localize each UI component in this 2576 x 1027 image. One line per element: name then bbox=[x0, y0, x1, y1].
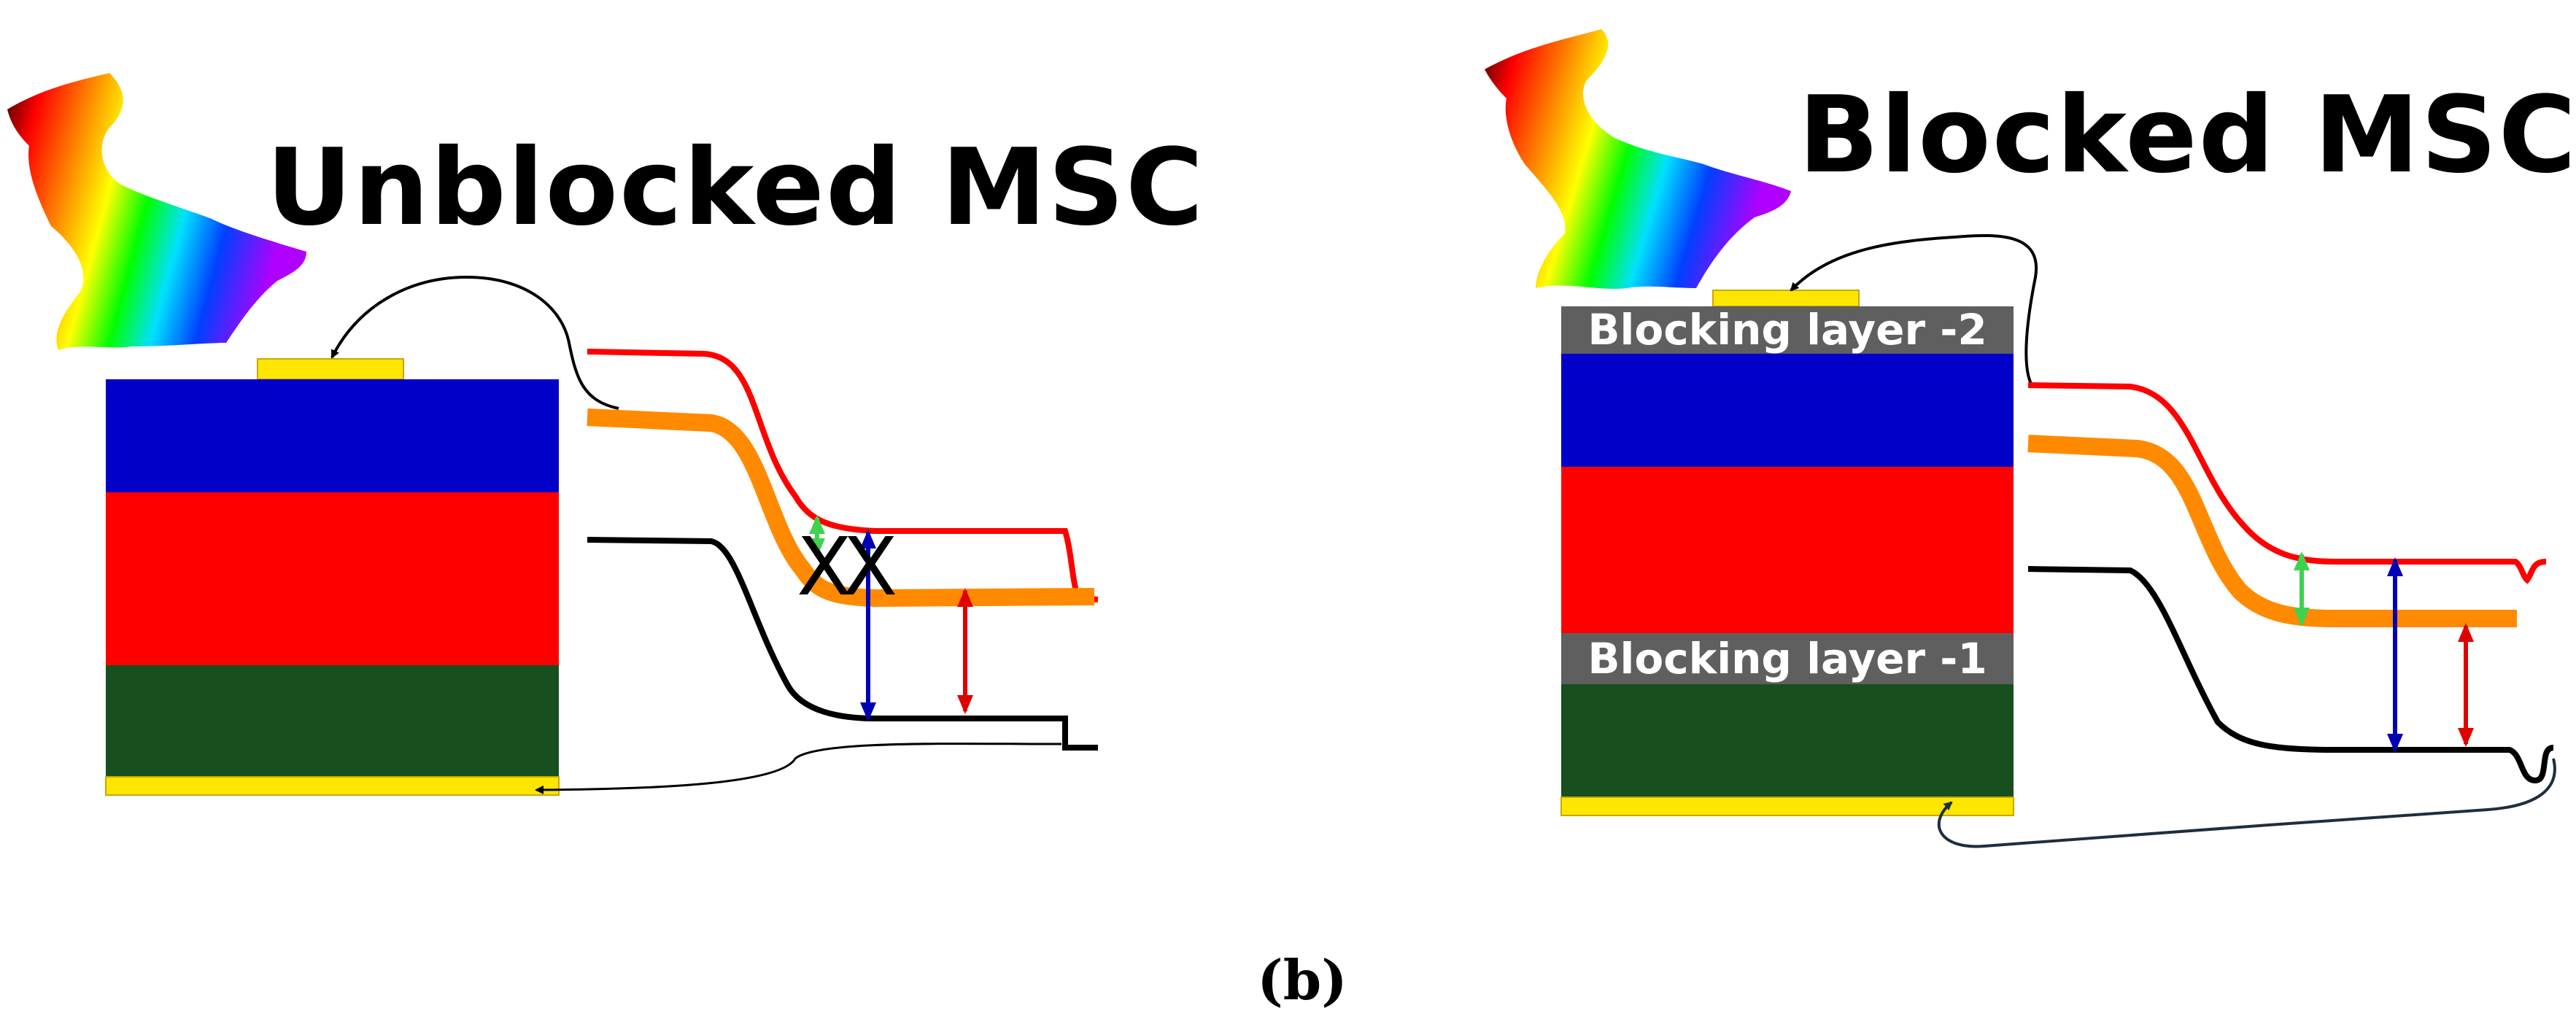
conduction-band bbox=[2027, 382, 2547, 584]
blocked-mark-2: X bbox=[843, 520, 897, 613]
intermediate-band bbox=[587, 408, 1095, 608]
top-layer bbox=[1561, 354, 2014, 467]
panel-title: Blocked MSC bbox=[1798, 74, 2576, 197]
valence-band bbox=[587, 537, 1098, 751]
light-wave-icon bbox=[7, 73, 306, 350]
external-wire-bottom bbox=[535, 743, 1062, 794]
blocking-layer-top bbox=[1561, 306, 2014, 354]
top-layer bbox=[106, 379, 559, 492]
middle-layer bbox=[106, 492, 559, 665]
blocking-layer-bottom-label: Blocking layer -1 bbox=[1587, 634, 1987, 683]
bottom-contact bbox=[1560, 797, 2014, 816]
bottom-layer bbox=[106, 665, 559, 777]
external-wire-bottom bbox=[1937, 758, 2556, 848]
bottom-contact bbox=[105, 776, 560, 796]
panel-title: Unblocked MSC bbox=[266, 126, 1204, 249]
left-panel: Unblocked MSC X X bbox=[7, 73, 1204, 796]
bottom-layer bbox=[1561, 684, 2014, 797]
top-contact bbox=[1712, 290, 1860, 307]
external-wire-top bbox=[1790, 234, 2038, 386]
blocking-layer-bottom bbox=[1561, 633, 2014, 684]
conduction-band bbox=[587, 349, 1099, 602]
intermediate-band bbox=[2027, 435, 2517, 627]
light-wave-icon bbox=[1485, 29, 1791, 290]
right-panel: Blocked MSC Blocking layer -2 Blocking l… bbox=[1485, 29, 2576, 848]
blocked-mark-1: X bbox=[797, 520, 851, 613]
figure-caption: (b) bbox=[1257, 948, 1347, 1012]
top-contact bbox=[257, 358, 404, 380]
middle-layer bbox=[1561, 467, 2014, 633]
valence-band bbox=[2027, 566, 2554, 784]
blocking-layer-top-label: Blocking layer -2 bbox=[1587, 305, 1987, 354]
external-wire-top bbox=[330, 275, 619, 410]
